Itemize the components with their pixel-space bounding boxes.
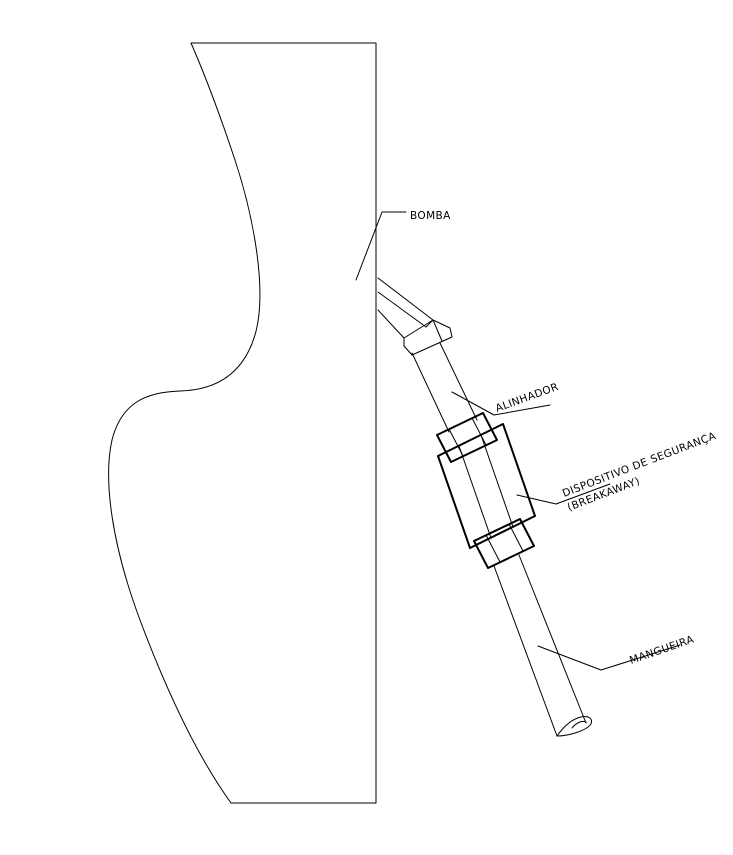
upper-hose-section <box>411 342 478 433</box>
label-mangueira: MANGUEIRA <box>628 633 696 666</box>
aligner-bracket <box>377 277 453 356</box>
label-dispositivo-line1: DISPOSITIVO DE SEGURANÇA <box>561 430 718 500</box>
pump-body <box>108 42 377 804</box>
leader-lines <box>355 211 681 671</box>
leader-dispositivo <box>516 483 611 505</box>
hose <box>493 554 592 737</box>
leader-mangueira <box>537 644 681 671</box>
label-alinhador: ALINHADOR <box>494 381 560 415</box>
leader-bomba <box>355 211 407 281</box>
label-bomba: BOMBA <box>410 210 451 222</box>
breakaway-device <box>436 412 536 569</box>
leader-alinhador <box>451 391 551 416</box>
